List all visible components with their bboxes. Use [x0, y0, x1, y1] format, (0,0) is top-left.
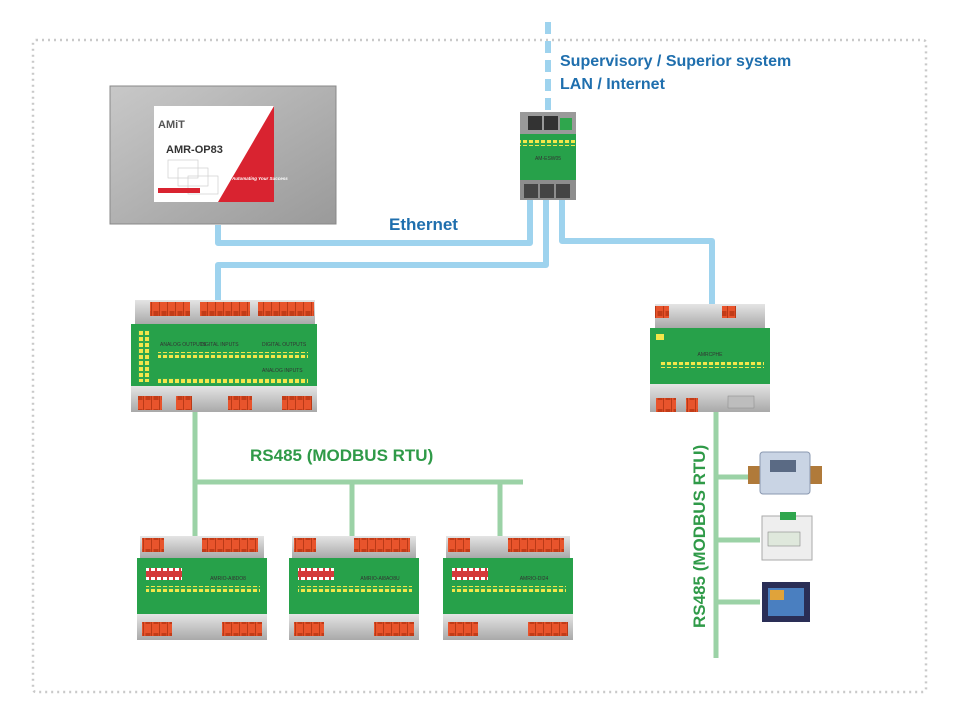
controller-group-label-2: DIGITAL INPUTS: [200, 342, 239, 348]
rs485-horizontal-label: RS485 (MODBUS RTU): [250, 446, 434, 465]
controller-group-label-3: DIGITAL OUTPUTS: [262, 342, 307, 348]
io-module-3: AMRIO-DI24: [443, 536, 573, 640]
energy-meter: [748, 451, 822, 495]
main-controller: ANALOG OUTPUTS DIGITAL INPUTS DIGITAL OU…: [131, 300, 317, 412]
supervisory-line-2: LAN / Internet: [560, 76, 665, 93]
panel-model: AMR-OP83: [166, 144, 223, 156]
io-module-2: AMRIO-AI8AO8U: [289, 536, 419, 640]
rs485-vertical-label: RS485 (MODBUS RTU): [690, 444, 709, 628]
power-meter: [761, 512, 813, 561]
io-module-2-model: AMRIO-AI8AO8U: [360, 576, 400, 582]
supervisory-line-1: Supervisory / Superior system: [560, 53, 792, 70]
panel-slogan: Automating Your Success: [231, 176, 288, 181]
io-module-1-model: AMRIO-AI8DO8: [210, 576, 246, 582]
gateway-module: AMRCPHE: [650, 304, 770, 412]
ethernet-cables: [215, 198, 715, 304]
io-module-1: AMRIO-AI8DO8: [137, 536, 267, 640]
operator-panel: AMiT AMR-OP83 Automating Your Success: [109, 85, 337, 225]
gateway-model: AMRCPHE: [697, 352, 723, 358]
switch-model: AM-ESW05: [535, 156, 561, 162]
panel-logo: AMiT: [158, 119, 185, 131]
rs485-cables: [192, 412, 760, 658]
ethernet-label: Ethernet: [389, 215, 458, 234]
ethernet-switch: AM-ESW05: [520, 112, 576, 200]
io-module-3-model: AMRIO-DI24: [520, 576, 549, 582]
controller-group-label-1: ANALOG OUTPUTS: [160, 342, 207, 348]
display-device: [762, 582, 810, 622]
controller-group-label-4: ANALOG INPUTS: [262, 368, 303, 374]
supervisory-label: Supervisory / Superior system LAN / Inte…: [560, 50, 791, 96]
